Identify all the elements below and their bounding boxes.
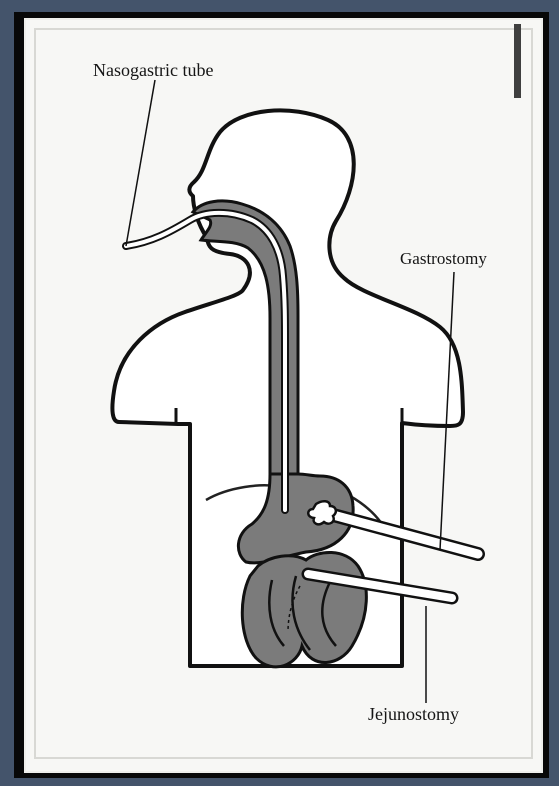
jejunostomy-label: Jejunostomy	[368, 704, 459, 724]
scan-mark	[514, 24, 521, 98]
gastrostomy-label: Gastrostomy	[400, 249, 487, 268]
nasogastric-tube-label: Nasogastric tube	[93, 60, 213, 80]
nasogastric-leader-line	[126, 80, 155, 246]
